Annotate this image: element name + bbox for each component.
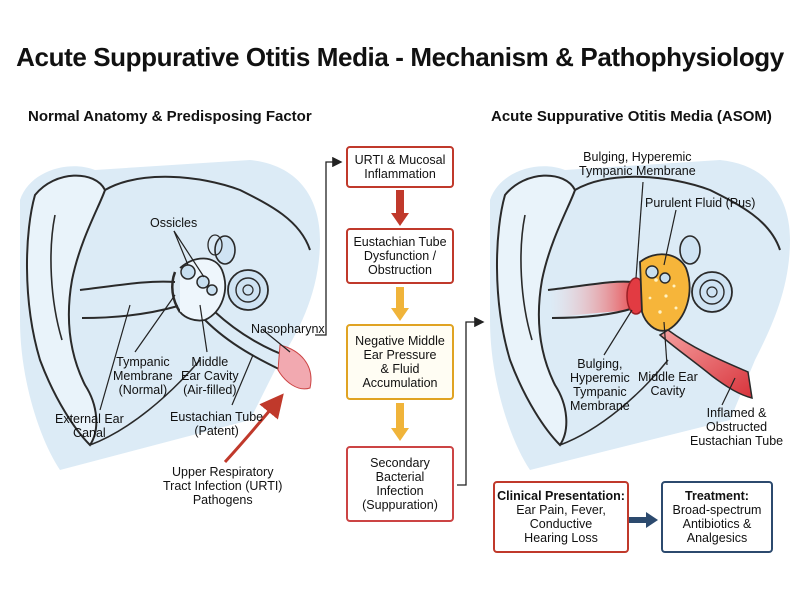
label-urti-pathogens: Upper Respiratory Tract Infection (URTI)… bbox=[163, 465, 283, 507]
clinical-to-treatment-arrow bbox=[629, 512, 658, 528]
asom-ear-drawing bbox=[490, 160, 790, 470]
flow-step-urti-inflammation: URTI & Mucosal Inflammation bbox=[346, 146, 454, 188]
label-bulging-membrane-top: Bulging, Hyperemic Tympanic Membrane bbox=[579, 150, 696, 178]
label-eustachian-tube-patent: Eustachian Tube (Patent) bbox=[170, 410, 264, 438]
left-panel-heading: Normal Anatomy & Predisposing Factor bbox=[28, 108, 312, 125]
label-nasopharynx: Nasopharynx bbox=[251, 322, 325, 336]
connector-left-to-flow bbox=[315, 156, 343, 336]
label-middle-ear-cavity: Middle Ear Cavity (Air-filled) bbox=[181, 355, 239, 397]
clinical-heading: Clinical Presentation: bbox=[497, 489, 625, 503]
urti-arrow bbox=[223, 393, 284, 464]
label-purulent-fluid: Purulent Fluid (Pus) bbox=[645, 196, 756, 210]
label-ossicles: Ossicles bbox=[150, 216, 198, 230]
right-leader-lines bbox=[603, 181, 736, 406]
flow-step-negative-pressure: Negative Middle Ear Pressure & Fluid Acc… bbox=[346, 324, 454, 400]
label-middle-ear-cavity-asom: Middle Ear Cavity bbox=[638, 370, 698, 398]
left-leader-lines bbox=[99, 230, 291, 411]
page-title: Acute Suppurative Otitis Media - Mechani… bbox=[16, 42, 784, 72]
treatment-heading: Treatment: bbox=[685, 489, 749, 503]
label-inflamed-eustachian-tube: Inflamed & Obstructed Eustachian Tube bbox=[690, 406, 784, 448]
flow-arrows bbox=[391, 190, 409, 441]
treatment-box: Treatment: Broad-spectrum Antibiotics & … bbox=[661, 481, 773, 553]
connector-flow-to-right bbox=[457, 316, 485, 486]
clinical-presentation-box: Clinical Presentation: Ear Pain, Fever, … bbox=[493, 481, 629, 553]
label-external-ear-canal: External Ear Canal bbox=[55, 412, 124, 440]
label-tympanic-membrane: Tympanic Membrane (Normal) bbox=[113, 355, 173, 397]
right-panel-heading: Acute Suppurative Otitis Media (ASOM) bbox=[491, 108, 772, 125]
flow-step-eustachian-dysfunction: Eustachian Tube Dysfunction / Obstructio… bbox=[346, 228, 454, 284]
normal-ear-drawing bbox=[20, 160, 320, 470]
label-bulging-membrane-bottom: Bulging, Hyperemic Tympanic Membrane bbox=[570, 357, 630, 413]
flow-step-bacterial-infection: Secondary Bacterial Infection (Suppurati… bbox=[346, 446, 454, 522]
